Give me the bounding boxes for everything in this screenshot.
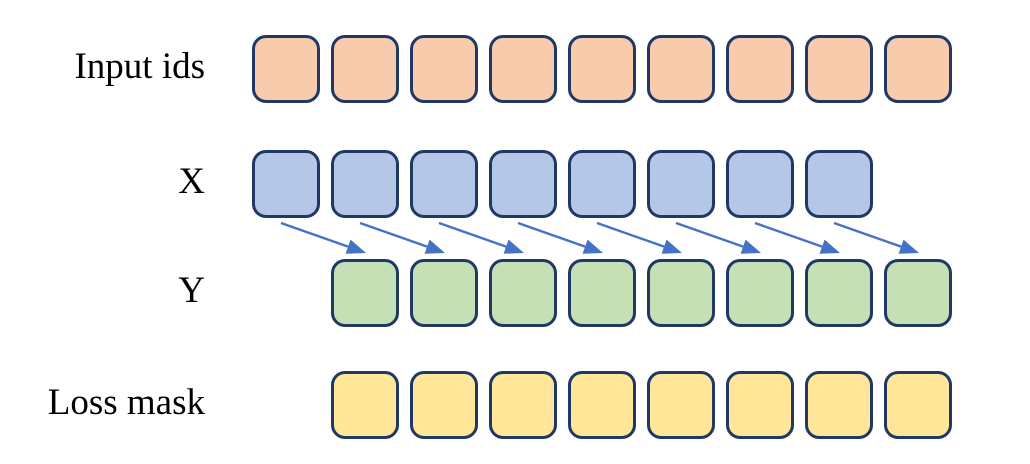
token-cell-y xyxy=(647,259,715,327)
token-cell-x xyxy=(489,150,557,218)
token-cell-x xyxy=(568,150,636,218)
token-cell-loss-mask xyxy=(568,371,636,439)
token-cell-loss-mask xyxy=(489,371,557,439)
token-cell-loss-mask xyxy=(647,371,715,439)
row-label-input-ids: Input ids xyxy=(74,46,205,87)
token-cell-y xyxy=(568,259,636,327)
token-cell-input-ids xyxy=(647,35,715,103)
token-cell-x xyxy=(331,150,399,218)
token-cell-y xyxy=(331,259,399,327)
token-cell-x xyxy=(647,150,715,218)
row-label-loss-mask: Loss mask xyxy=(47,382,205,423)
token-cell-input-ids xyxy=(805,35,873,103)
shift-arrow xyxy=(517,221,603,254)
token-cell-loss-mask xyxy=(805,371,873,439)
token-cell-input-ids xyxy=(410,35,478,103)
token-cell-input-ids xyxy=(489,35,557,103)
shift-arrow xyxy=(359,221,445,254)
shift-arrow xyxy=(833,221,919,254)
token-cell-loss-mask xyxy=(410,371,478,439)
token-cell-y xyxy=(489,259,557,327)
token-cell-x xyxy=(410,150,478,218)
token-cell-loss-mask xyxy=(884,371,952,439)
token-cell-x xyxy=(726,150,794,218)
token-cell-loss-mask xyxy=(331,371,399,439)
shift-arrow xyxy=(754,221,840,254)
token-cell-x xyxy=(252,150,320,218)
token-cell-input-ids xyxy=(884,35,952,103)
shift-arrow xyxy=(675,221,761,254)
token-cell-y xyxy=(805,259,873,327)
token-cell-loss-mask xyxy=(726,371,794,439)
token-cell-y xyxy=(884,259,952,327)
token-cell-input-ids xyxy=(726,35,794,103)
token-cell-input-ids xyxy=(252,35,320,103)
shift-arrow xyxy=(596,221,682,254)
row-label-x: X xyxy=(178,161,205,202)
token-cell-input-ids xyxy=(331,35,399,103)
token-cell-input-ids xyxy=(568,35,636,103)
token-cell-y xyxy=(726,259,794,327)
shift-arrow xyxy=(280,221,366,254)
row-label-y: Y xyxy=(178,270,205,311)
token-cell-y xyxy=(410,259,478,327)
token-cell-x xyxy=(805,150,873,218)
shift-arrow xyxy=(438,221,524,254)
